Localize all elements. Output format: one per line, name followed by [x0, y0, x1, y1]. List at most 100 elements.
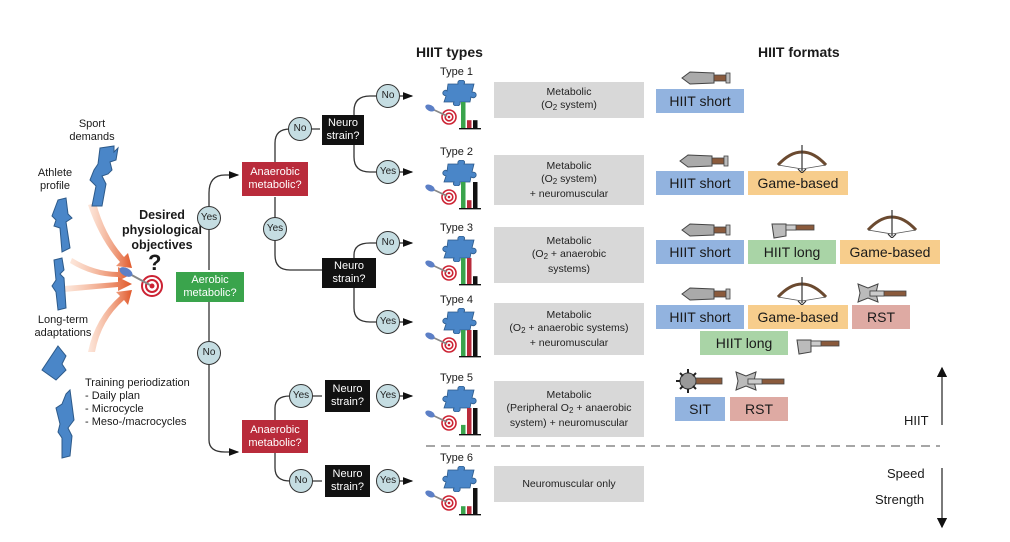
bar-neuromuscular [473, 488, 478, 514]
double-axe-icon [735, 371, 785, 391]
neuro-line2: strain? [330, 481, 365, 493]
description-line: (O2 system) [541, 99, 597, 112]
puzzle-piece-icon [41, 345, 75, 459]
aerobic-line1: Aerobic [191, 274, 229, 286]
bar-anaerobic [467, 200, 472, 208]
long-term-line1: Long-term [37, 314, 89, 326]
input-training-periodization: Training periodization - Daily plan - Mi… [85, 377, 205, 429]
anaerobic-top-line1: Anaerobic [250, 166, 300, 178]
puzzle-piece-icon [442, 466, 477, 492]
bar-anaerobic [467, 330, 472, 356]
type-label: Type 2 [440, 146, 474, 158]
description-line: (O2 + anaerobic systems) [509, 321, 629, 335]
question-mark: ? [148, 250, 162, 275]
puzzle-piece-icon [89, 145, 119, 207]
hiit-types-header: HIIT types [416, 44, 483, 60]
puzzle-piece-icon [51, 257, 67, 311]
dagger-icon [681, 287, 731, 301]
node-aerobic-yes: Yes [197, 206, 221, 230]
type-description: Neuromuscular only [494, 466, 644, 502]
neuro-line2: strain? [326, 130, 360, 142]
aerobic-line2: metabolic? [183, 287, 237, 299]
format-game-based-type2: Game-based [748, 171, 848, 195]
periodization-daily-plan: - Daily plan [85, 390, 141, 402]
sport-demands-line2: demands [69, 131, 115, 143]
anaerobic-bottom-line2: metabolic? [248, 436, 302, 449]
periodization-meso-macro: - Meso-/macrocycles [85, 416, 187, 428]
format-hiit-short-type3: HIIT short [656, 240, 744, 264]
description-line: + neuromuscular [529, 336, 609, 349]
energy-system-bars [459, 330, 481, 358]
format-hiit-long-type4: HIIT long [700, 331, 788, 355]
bar-neuromuscular [473, 276, 478, 284]
type-label: Type 6 [440, 452, 474, 464]
node-type6-yes: Yes [376, 469, 400, 493]
energy-system-bars [459, 258, 481, 286]
node-anaerobic-bottom-yes: Yes [289, 384, 313, 408]
objective-line1: Desired [139, 208, 185, 222]
bar-neuromuscular [473, 330, 478, 356]
bar-anaerobic [467, 120, 472, 128]
objective-line3: objectives [131, 238, 193, 252]
dart-target-icon [425, 260, 457, 281]
description-line: (O2 + anaerobic [531, 247, 607, 261]
neuro-line1: Neuro [328, 117, 358, 129]
node-type2-yes: Yes [376, 160, 400, 184]
axe-icon [771, 223, 815, 239]
input-long-term-adaptations: Long-term adaptations [28, 314, 98, 340]
dart-target-icon [425, 184, 457, 205]
node-anaerobic-top-no: No [288, 117, 312, 141]
dart-target-icon [425, 490, 457, 511]
axe-icon [796, 339, 840, 355]
bow-icon [776, 277, 828, 305]
node-type3-no: No [376, 231, 400, 255]
energy-system-bars [459, 182, 481, 210]
periodization-microcycle: - Microcycle [85, 403, 144, 415]
bow-icon [776, 145, 828, 173]
description-line: + neuromuscular [529, 187, 609, 200]
energy-system-bars [459, 408, 481, 436]
bar-anaerobic [467, 506, 472, 514]
double-axe-icon [857, 283, 907, 303]
neuro-line2: strain? [332, 273, 366, 285]
input-athlete-profile: Athlete profile [30, 167, 80, 193]
dagger-icon [679, 154, 729, 168]
scale-label-strength: Strength [875, 492, 925, 507]
bar-aerobic [461, 424, 466, 434]
neuro-line1: Neuro [334, 260, 364, 272]
bar-aerobic [461, 330, 466, 356]
format-game-based-type4: Game-based [748, 305, 848, 329]
type-description: Metabolic(O2 system)+ neuromuscular [494, 155, 644, 205]
type-label: Type 1 [440, 66, 474, 78]
description-line: (Peripheral O2 + anaerobic [506, 401, 632, 415]
dagger-icon [681, 71, 731, 85]
neuro-line1: Neuro [332, 468, 363, 480]
format-rst-type4: RST [852, 305, 910, 329]
anaerobic-top-line2: metabolic? [248, 179, 302, 191]
description-line: Metabolic [546, 234, 592, 247]
dagger-icon [681, 223, 731, 237]
anaerobic-bottom-line1: Anaerobic [250, 423, 300, 436]
dart-target-icon [425, 104, 457, 125]
node-anaerobic-top-yes: Yes [263, 217, 287, 241]
bar-aerobic [461, 506, 466, 514]
bar-neuromuscular [473, 408, 478, 434]
bar-aerobic [461, 258, 466, 284]
format-game-based-type3: Game-based [840, 240, 940, 264]
format-hiit-short-type1: HIIT short [656, 89, 744, 113]
format-hiit-short-type2: HIIT short [656, 171, 744, 195]
type-description: Metabolic(O2 system) [494, 82, 644, 118]
long-term-line2: adaptations [34, 327, 92, 339]
type-label: Type 5 [440, 372, 474, 384]
bar-aerobic [461, 182, 466, 208]
node-type4-yes: Yes [376, 310, 400, 334]
puzzle-piece-icon [51, 197, 73, 253]
athlete-profile-line1: Athlete [37, 167, 73, 179]
type-label: Type 3 [440, 222, 474, 234]
periodization-title: Training periodization [85, 377, 190, 389]
